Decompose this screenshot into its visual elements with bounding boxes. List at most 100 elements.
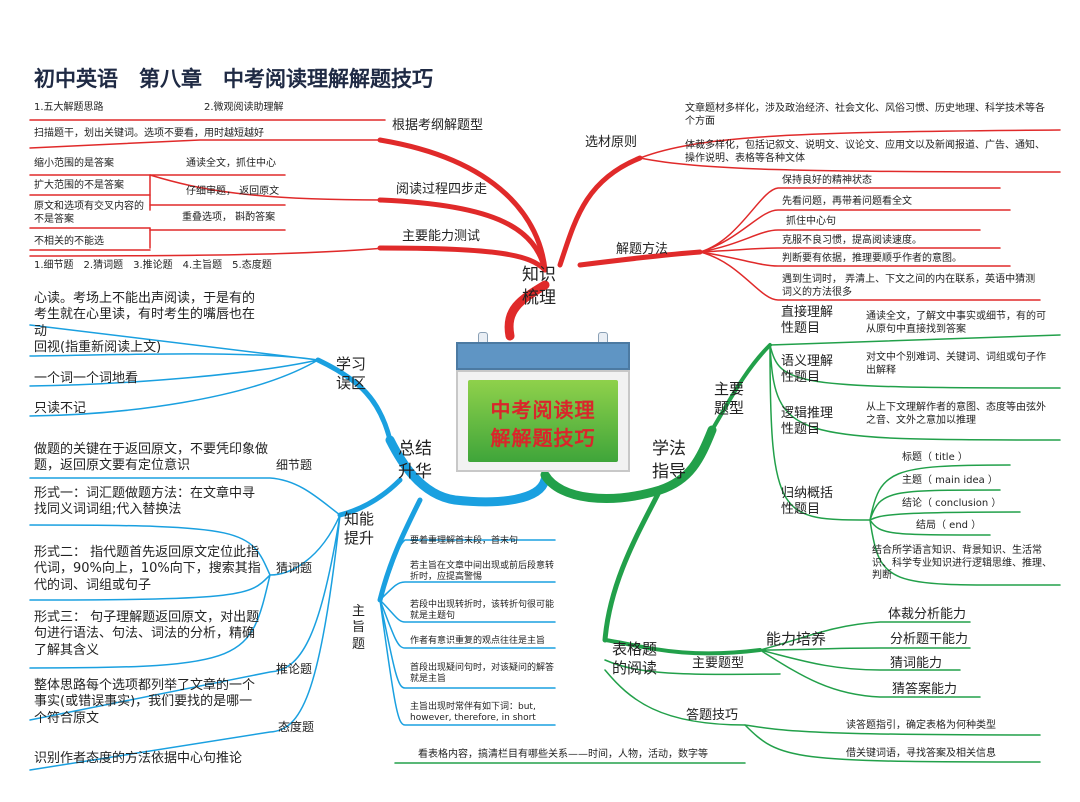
- center-title-line1: 中考阅读理: [490, 398, 596, 422]
- caici-label: 猜词题: [276, 561, 313, 575]
- node-fangfa: 解题方法: [616, 242, 669, 257]
- node-jiqiao: 答题技巧: [686, 708, 739, 723]
- hub-zongjie: 总结 升华: [398, 438, 432, 484]
- center-calendar: 中考阅读理 解解题技巧: [456, 332, 630, 472]
- node-tisheng: 知能 提升: [344, 510, 374, 548]
- page-title: 初中英语 第八章 中考阅读理解解题技巧: [34, 67, 433, 91]
- fangfa-item-4: 克服不良习惯，提高阅读速度。: [782, 235, 922, 246]
- calendar-body: 中考阅读理 解解题技巧: [456, 370, 630, 472]
- peiyang-item-3: 猜词能力: [890, 656, 943, 671]
- hub-zhishi-line1: 知识: [522, 265, 556, 285]
- yuyi-label: 语义理解 性题目: [781, 354, 833, 387]
- kaogang-item-2: 2.微观阅读助理解: [204, 102, 284, 113]
- hub-xuefa: 学法 指导: [652, 438, 686, 484]
- hub-xuefa-line2: 指导: [652, 461, 686, 482]
- sibu-tip-4: 不相关的不能选: [34, 236, 104, 247]
- node-biaoge: 表格题 的阅读: [612, 640, 657, 678]
- hub-zhishi: 知识 梳理: [522, 264, 556, 310]
- fangfa-item-1: 保持良好的精神状态: [782, 175, 872, 186]
- hub-xuefa-line1: 学法: [652, 439, 686, 459]
- zhijie-label: 直接理解 性题目: [781, 305, 833, 338]
- yuyi-label-line2: 性题目: [781, 370, 821, 386]
- fangfa-item-3: 抓住中心句: [786, 216, 836, 227]
- tuilun-text: 整体思路每个选项都列举了文章的一个事实(或错误事实)，我们要找的是哪一个符合原文: [34, 678, 256, 726]
- wuqu-item-1: 心读。考场上不能出声阅读，于是有的考生就在心里读，有时考生的嘴唇也在动: [34, 291, 256, 339]
- wuqu-item-3: 一个词一个词地看: [34, 371, 139, 386]
- fangfa-item-2: 先看问题，再带着问题看全文: [782, 196, 912, 207]
- xijie-text: 做题的关键在于返回原文，不要凭印象做题，返回原文要有定位意识: [34, 442, 269, 474]
- jiqiao-item-2: 借关键词语，寻找答案及相关信息: [846, 748, 996, 759]
- node-wuqu-line2: 误区: [336, 373, 367, 392]
- fangfa-item-6: 遇到生词时， 弄清上、下文之间的内在联系，英语中猜测词义的方法很多: [782, 274, 1036, 298]
- zhuzhi-item-1: 要着重理解首末段，首末句: [410, 536, 519, 546]
- zhuzhi-item-4: 作者有意识重复的观点往往是主旨: [410, 636, 546, 646]
- guina-label: 归纳概括 性题目: [781, 486, 833, 519]
- jiqiao-item-1: 读答题指引，确定表格为何种类型: [846, 720, 996, 731]
- guina-label-line1: 归纳概括: [781, 486, 834, 501]
- peiyang-item-1: 体裁分析能力: [888, 607, 967, 622]
- kaogang-item-1: 1.五大解题思路: [34, 102, 104, 113]
- node-wuqu: 学习 误区: [336, 355, 366, 393]
- node-xuancai: 选材原则: [585, 135, 638, 150]
- node-sibu: 阅读过程四步走: [396, 182, 488, 197]
- node-zhuzhi: 主 旨 题: [352, 604, 365, 653]
- taidu-text: 识别作者态度的方法依据中心句推论: [34, 751, 243, 766]
- taidu-label: 态度题: [278, 720, 315, 734]
- guina-item-2: 主题（ main idea ）: [902, 475, 998, 486]
- peiyang-item-4: 猜答案能力: [892, 682, 958, 697]
- node-nengli: 主要能力测试: [402, 229, 481, 244]
- sibu-step-3: 重叠选项， 斟酌答案: [182, 212, 276, 223]
- guina-item-3: 结论（ conclusion ）: [902, 498, 1002, 509]
- caici-item-2: 形式二： 指代题首先返回原文定位此指代词，90%向上，10%向下，搜索其指代的词…: [34, 545, 261, 593]
- center-title-line2: 解解题技巧: [490, 426, 596, 450]
- sibu-step-1: 通读全文，抓住中心: [186, 158, 276, 169]
- sibu-tip-2: 扩大范围的不是答案: [34, 180, 124, 191]
- zhuzhi-item-5: 首段出现疑问句时，对该疑问的解答就是主旨: [410, 663, 555, 685]
- node-zhuzhi-line1: 主: [352, 604, 366, 619]
- sibu-tip-1: 缩小范围的是答案: [34, 158, 114, 169]
- kan-text: 看表格内容，搞清栏目有哪些关系——时间，人物，活动，数字等: [418, 749, 708, 760]
- node-zhuzhi-line2: 旨: [352, 620, 366, 636]
- node-tixing-line1: 主要: [714, 380, 745, 398]
- hub-zhishi-line2: 梳理: [522, 287, 556, 308]
- xijie-label: 细节题: [276, 458, 313, 472]
- nengli-items: 1.细节题 2.猜词题 3.推论题 4.主旨题 5.态度题: [34, 260, 272, 271]
- caici-item-1: 形式一：词汇题做题方法：在文章中寻找同义词词组;代入替换法: [34, 486, 256, 518]
- hub-zongjie-line1: 总结: [398, 439, 432, 459]
- calendar-header: [456, 342, 630, 370]
- zhuzhi-item-2: 若主旨在文章中间出现或前后段意转折时，应提高警惕: [410, 561, 555, 583]
- xuancai-item-2: 体裁多样化，包括记叙文、说明文、议论文、应用文以及新闻报道、广告、通知、操作说明…: [685, 140, 1045, 164]
- node-peiyang: 能力培养: [766, 630, 827, 648]
- yuyi-label-line1: 语义理解: [781, 354, 834, 369]
- xuancai-item-1: 文章题材多样化，涉及政治经济、社会文化、风俗习惯、历史地理、科学技术等各个方面: [685, 103, 1045, 127]
- guina-text: 结合所学语言知识、背景知识、生活常识、科学专业知识进行逻辑思维、推理、判断: [872, 545, 1052, 581]
- caici-item-3: 形式三： 句子理解题返回原文，对出题句进行语法、句法、词法的分析，精确了解其含义: [34, 610, 260, 658]
- zhuzhi-item-6: 主旨出现时常伴有如下词：but, however, therefore, in …: [410, 702, 536, 724]
- guina-item-4: 结局（ end ）: [916, 520, 982, 531]
- node-zhuzhi-line3: 题: [352, 636, 366, 652]
- node-tixing: 主要 题型: [714, 380, 744, 418]
- node-tisheng-line1: 知能: [344, 510, 375, 528]
- sibu-tip-3: 原文和选项有交叉内容的不是答案: [34, 201, 144, 225]
- kaogang-item-3: 扫描题干，划出关键词。选项不要看，用时越短越好: [34, 128, 264, 139]
- tuilun-label: 推论题: [276, 662, 313, 676]
- node-tisheng-line2: 提升: [344, 528, 375, 547]
- luoji-text: 从上下文理解作者的意图、态度等由弦外之音、文外之意加以推理: [866, 402, 1046, 426]
- zhijie-text: 通读全文，了解文中事实或细节，有的可从原句中直接找到答案: [866, 311, 1046, 335]
- fangfa-item-5: 判断要有依据，推理要顺乎作者的意图。: [782, 253, 962, 264]
- guina-item-1: 标题（ title ）: [902, 452, 968, 463]
- luoji-label-line2: 性题目: [781, 422, 821, 438]
- hub-zongjie-line2: 升华: [398, 461, 432, 482]
- node-tixing-line2: 题型: [714, 398, 745, 417]
- node-zhuyao-tixing: 主要题型: [692, 656, 745, 671]
- wuqu-item-4: 只读不记: [34, 401, 87, 416]
- sibu-step-2: 仔细审题， 返回原文: [186, 186, 280, 197]
- guina-label-line2: 性题目: [781, 502, 821, 518]
- luoji-label: 逻辑推理 性题目: [781, 406, 833, 439]
- zhijie-label-line1: 直接理解: [781, 305, 834, 320]
- node-biaoge-line2: 的阅读: [612, 658, 658, 677]
- zhuzhi-item-3: 若段中出现转折时，该转折句很可能就是主题句: [410, 600, 555, 622]
- luoji-label-line1: 逻辑推理: [781, 406, 834, 421]
- node-kaogang: 根据考纲解题型: [392, 118, 484, 133]
